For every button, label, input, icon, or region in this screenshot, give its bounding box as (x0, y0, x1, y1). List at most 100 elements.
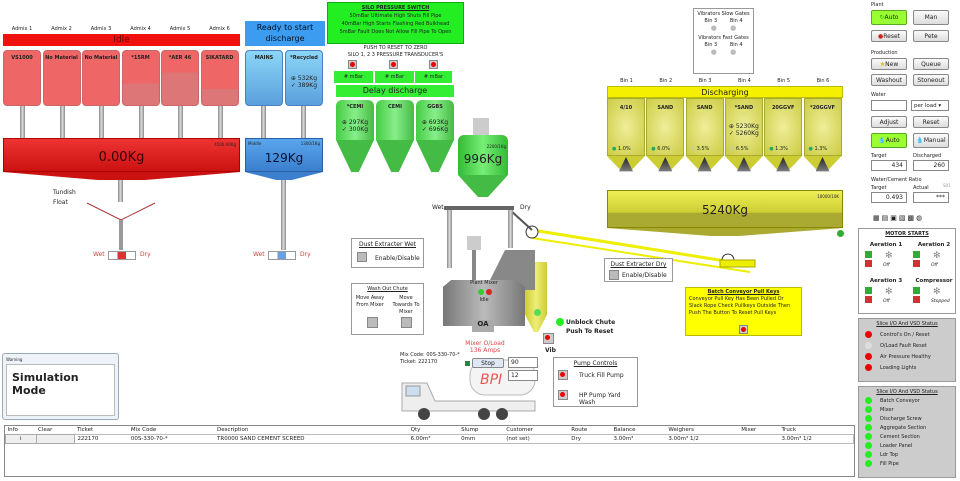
pull-keys-reset-button[interactable] (739, 325, 748, 334)
motor-stop-button[interactable] (865, 296, 872, 303)
column-header[interactable]: Clear (38, 427, 53, 433)
aggregate-status: Discharging (607, 86, 843, 98)
moisture-icon: ● (651, 146, 656, 152)
dust-dry-toggle[interactable] (609, 270, 619, 280)
pull-keys-panel: Batch Conveyor Pull Keys Conveyor Pull K… (685, 287, 802, 336)
plant-man-button[interactable]: Man (913, 10, 949, 25)
aggregate-capacity: 10000/10K (817, 194, 839, 199)
queue-button[interactable]: Queue (913, 58, 949, 70)
column-header[interactable]: Weighers (668, 427, 694, 433)
bin-label: *20GGVF (809, 105, 836, 111)
aggregate-weigher: 10000/10K 5240Kg (607, 190, 843, 228)
vibrator-indicators[interactable]: ● ● (710, 24, 737, 32)
aggregate-bin: 20GGVF● 1.3% (764, 98, 803, 156)
dry-label: Dry (300, 251, 311, 258)
toolbar-icons[interactable]: ▦▤▣▧▩◍ (873, 214, 925, 222)
motor-stop-button[interactable] (865, 260, 872, 267)
unblock-chute-reset-button[interactable] (543, 333, 554, 344)
table-cell: Dry (571, 436, 582, 442)
plant-auto-button[interactable]: ↻ Auto (871, 10, 907, 25)
hp-pump-yard-wash-button[interactable] (558, 390, 568, 400)
table-cell[interactable] (35, 434, 76, 444)
stoneout-button[interactable]: Stoneout (913, 74, 949, 86)
motor-start-button[interactable] (865, 251, 872, 258)
water-reset-button[interactable]: Reset (913, 116, 949, 128)
moisture-value: 1.3% (775, 146, 788, 152)
water-target: 434 (871, 160, 907, 171)
fan-icon: ✻ (885, 251, 893, 261)
washout-button[interactable]: Washout (871, 74, 907, 86)
wash-away-button[interactable] (367, 317, 378, 328)
dust-wet-toggle[interactable] (357, 252, 367, 262)
table-cell[interactable]: i (5, 434, 37, 444)
bin-label: 20GGVF (771, 105, 795, 111)
wash-towards-button[interactable] (401, 317, 412, 328)
truck-fill-pump-button[interactable] (558, 370, 568, 380)
motor-start-button[interactable] (865, 287, 872, 294)
plant-pete-button[interactable]: Pete (913, 30, 949, 42)
table-cell: 222170 (77, 436, 99, 442)
silo2-mbar: # mBar (375, 71, 414, 83)
column-header[interactable]: Customer (506, 427, 533, 433)
water-wet-dry-switch[interactable]: Wet Dry (253, 251, 313, 261)
dust-extracter-dry-panel: Dust Extracter Dry Enable/Disable (604, 258, 673, 282)
motor-start-button[interactable] (913, 287, 920, 294)
admix-label: Admix 6 (209, 26, 230, 32)
mixer-start-button[interactable] (478, 289, 484, 295)
motor-stop-button[interactable] (913, 296, 920, 303)
motor-stop-button[interactable] (913, 260, 920, 267)
table-cell: (not set) (506, 436, 530, 442)
status-item[interactable]: O/Load Fault Reset (865, 342, 955, 349)
silo2-reset-button[interactable] (389, 60, 398, 69)
wet-dry-slider[interactable] (268, 251, 296, 260)
wet-dry-slider[interactable] (108, 251, 136, 260)
truck-value-1[interactable]: 90 (508, 357, 538, 368)
admix-bin: No Material (42, 50, 81, 106)
plant-reset-button[interactable]: ● Reset (871, 30, 907, 42)
per-load-select[interactable]: per load ▾ (911, 100, 949, 111)
motor-0: Aeration 1✻Off (863, 242, 909, 268)
silo1-reset-button[interactable] (348, 60, 357, 69)
admix-label: Admix 3 (90, 26, 112, 32)
column-header[interactable]: Qty (410, 427, 421, 433)
aggregate-bin: *20GGVF● 1.3% (803, 98, 842, 156)
vibrator-indicators[interactable]: ● ● (710, 48, 737, 56)
water-manual-button[interactable]: 💧Manual (913, 133, 949, 148)
unblock-chute-indicator (556, 318, 564, 326)
column-header[interactable]: Truck (781, 427, 797, 433)
column-header[interactable]: Info (7, 427, 18, 433)
bin-label: *Recycled (290, 55, 318, 61)
column-header[interactable]: Balance (613, 427, 636, 433)
admix-wet-dry-switch[interactable]: Wet Dry (93, 251, 153, 261)
water-input[interactable] (871, 100, 907, 111)
column-header[interactable]: Mixer (741, 427, 757, 433)
motor-start-button[interactable] (913, 251, 920, 258)
column-header[interactable]: Ticket (76, 427, 94, 433)
column-header[interactable]: Description (217, 427, 249, 433)
silo-switch-title: SILO PRESSURE SWITCH (361, 5, 430, 11)
aggregate-ok-icon (837, 230, 844, 237)
silo3-reset-button[interactable] (429, 60, 438, 69)
status-item[interactable]: Control's On / Reset (865, 331, 955, 338)
bin-label: *SAND (734, 105, 754, 111)
mixer-stop-button[interactable] (486, 289, 492, 295)
truck-value-2[interactable]: 12 (508, 370, 538, 381)
adjust-button[interactable]: Adjust (871, 116, 907, 128)
column-header[interactable]: Route (571, 427, 588, 433)
water-auto-button[interactable]: 💧Auto (871, 133, 907, 148)
table-cell: TR0000 SAND CEMENT SCREED (217, 436, 305, 442)
moisture-value: 1.3% (814, 146, 828, 152)
column-header[interactable]: Mix Code (130, 427, 157, 433)
truck-stop-button[interactable]: Stop (472, 358, 504, 368)
bin-label: *AER 46 (168, 55, 192, 61)
new-button[interactable]: ★New (871, 58, 907, 70)
cement-weight: 996Kg (463, 152, 503, 166)
aggregate-bin: SAND● 3.5% (685, 98, 724, 156)
column-header[interactable]: Slump (461, 427, 479, 433)
silo-switch-line: 50mBar Ultimate High Shuts Fill Pipe (349, 13, 442, 19)
water-bin-recycled: *Recycled ⊕ 532Kg✓ 389Kg (285, 50, 323, 106)
